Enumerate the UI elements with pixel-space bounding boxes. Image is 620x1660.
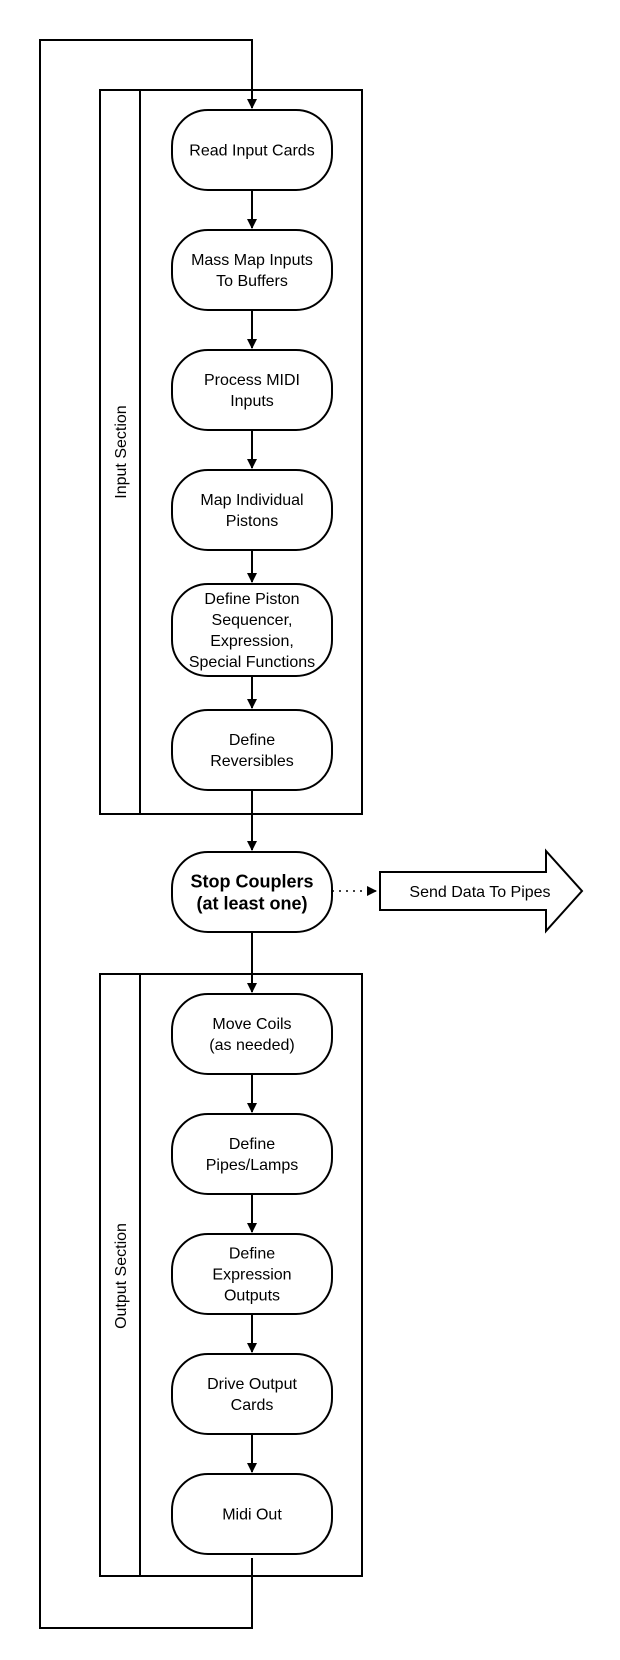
node-mass-map-inputs-label-line: Mass Map Inputs	[191, 252, 313, 269]
output-section-label: Output Section	[113, 1223, 130, 1329]
node-define-expression-outputs-label-line: Expression	[212, 1267, 291, 1284]
node-define-piston-sequencer-label-line: Sequencer,	[212, 612, 293, 629]
node-drive-output-cards-label-line: Cards	[231, 1397, 274, 1414]
node-process-midi-inputs-label-line: Inputs	[230, 393, 274, 410]
node-move-coils-label-line: Move Coils	[212, 1016, 291, 1033]
node-move-coils-label-line: (as needed)	[209, 1037, 294, 1054]
node-define-reversibles-label-line: Reversibles	[210, 753, 294, 770]
node-define-piston-sequencer-label-line: Special Functions	[189, 654, 315, 671]
node-move-coils-label: Move Coils (as needed)	[209, 1016, 294, 1054]
node-define-expression-outputs-label-line: Outputs	[224, 1288, 280, 1305]
loop-back-edge	[39, 39, 257, 1629]
send-data-arrow-shape	[379, 848, 584, 934]
input-section-frame	[99, 89, 363, 815]
node-process-midi-inputs-shape	[171, 349, 333, 431]
node-define-piston-sequencer-shape	[171, 583, 333, 677]
node-define-pipes-lamps-shape	[171, 1113, 333, 1195]
node-define-reversibles-label-line: Define	[229, 732, 275, 749]
node-define-pipes-lamps-label-line: Pipes/Lamps	[206, 1157, 299, 1174]
node-process-midi-inputs-label-line: Process MIDI	[204, 372, 300, 389]
node-move-coils-shape	[171, 993, 333, 1075]
node-mass-map-inputs-label-line: To Buffers	[216, 273, 288, 290]
node-midi-out: Midi Out	[171, 1473, 333, 1555]
node-stop-couplers-label: Stop Couplers(at least one)	[190, 871, 313, 913]
input-section: Input Section	[99, 89, 363, 815]
node-process-midi-inputs-label: Process MIDI Inputs	[204, 372, 300, 410]
node-define-pipes-lamps-label-line: Define	[229, 1136, 275, 1153]
node-mass-map-inputs-shape	[171, 229, 333, 311]
node-stop-couplers-label-line: Stop Couplers	[190, 871, 313, 891]
send-data-to-pipes: Send Data To Pipes	[379, 848, 584, 934]
node-midi-out-shape	[171, 1473, 333, 1555]
node-stop-couplers: Stop Couplers(at least one)	[171, 851, 333, 933]
node-read-input-cards: Read Input Cards	[171, 109, 333, 191]
node-map-individual-pistons-shape	[171, 469, 333, 551]
node-process-midi-inputs: Process MIDI Inputs	[171, 349, 333, 431]
node-define-reversibles-shape	[171, 709, 333, 791]
node-read-input-cards-label-line: Read Input Cards	[189, 143, 314, 160]
node-stop-couplers-label-line: (at least one)	[196, 893, 307, 913]
node-read-input-cards-shape	[171, 109, 333, 191]
node-mass-map-inputs-label: Mass Map Inputs To Buffers	[191, 252, 313, 290]
node-drive-output-cards-shape	[171, 1353, 333, 1435]
node-map-individual-pistons-label-line: Map Individual	[200, 492, 303, 509]
output-section-frame	[99, 973, 363, 1577]
node-stop-couplers-shape	[171, 851, 333, 933]
node-map-individual-pistons-label-line: Pistons	[226, 513, 278, 530]
node-read-input-cards-label: Read Input Cards	[189, 143, 314, 160]
node-define-expression-outputs-label-line: Define	[229, 1246, 275, 1263]
node-define-expression-outputs-shape	[171, 1233, 333, 1315]
send-data-label: Send Data To Pipes	[409, 884, 550, 901]
node-midi-out-label: Midi Out	[222, 1507, 282, 1524]
output-section: Output Section	[99, 973, 363, 1577]
node-mass-map-inputs: Mass Map Inputs To Buffers	[171, 229, 333, 311]
node-drive-output-cards-label-line: Drive Output	[207, 1376, 297, 1393]
node-define-piston-sequencer-label-line: Define Piston	[204, 591, 299, 608]
node-move-coils: Move Coils (as needed)	[171, 993, 333, 1075]
input-section-label: Input Section	[113, 405, 130, 498]
node-midi-out-label-line: Midi Out	[222, 1507, 282, 1524]
node-define-piston-sequencer-label-line: Expression,	[210, 633, 294, 650]
